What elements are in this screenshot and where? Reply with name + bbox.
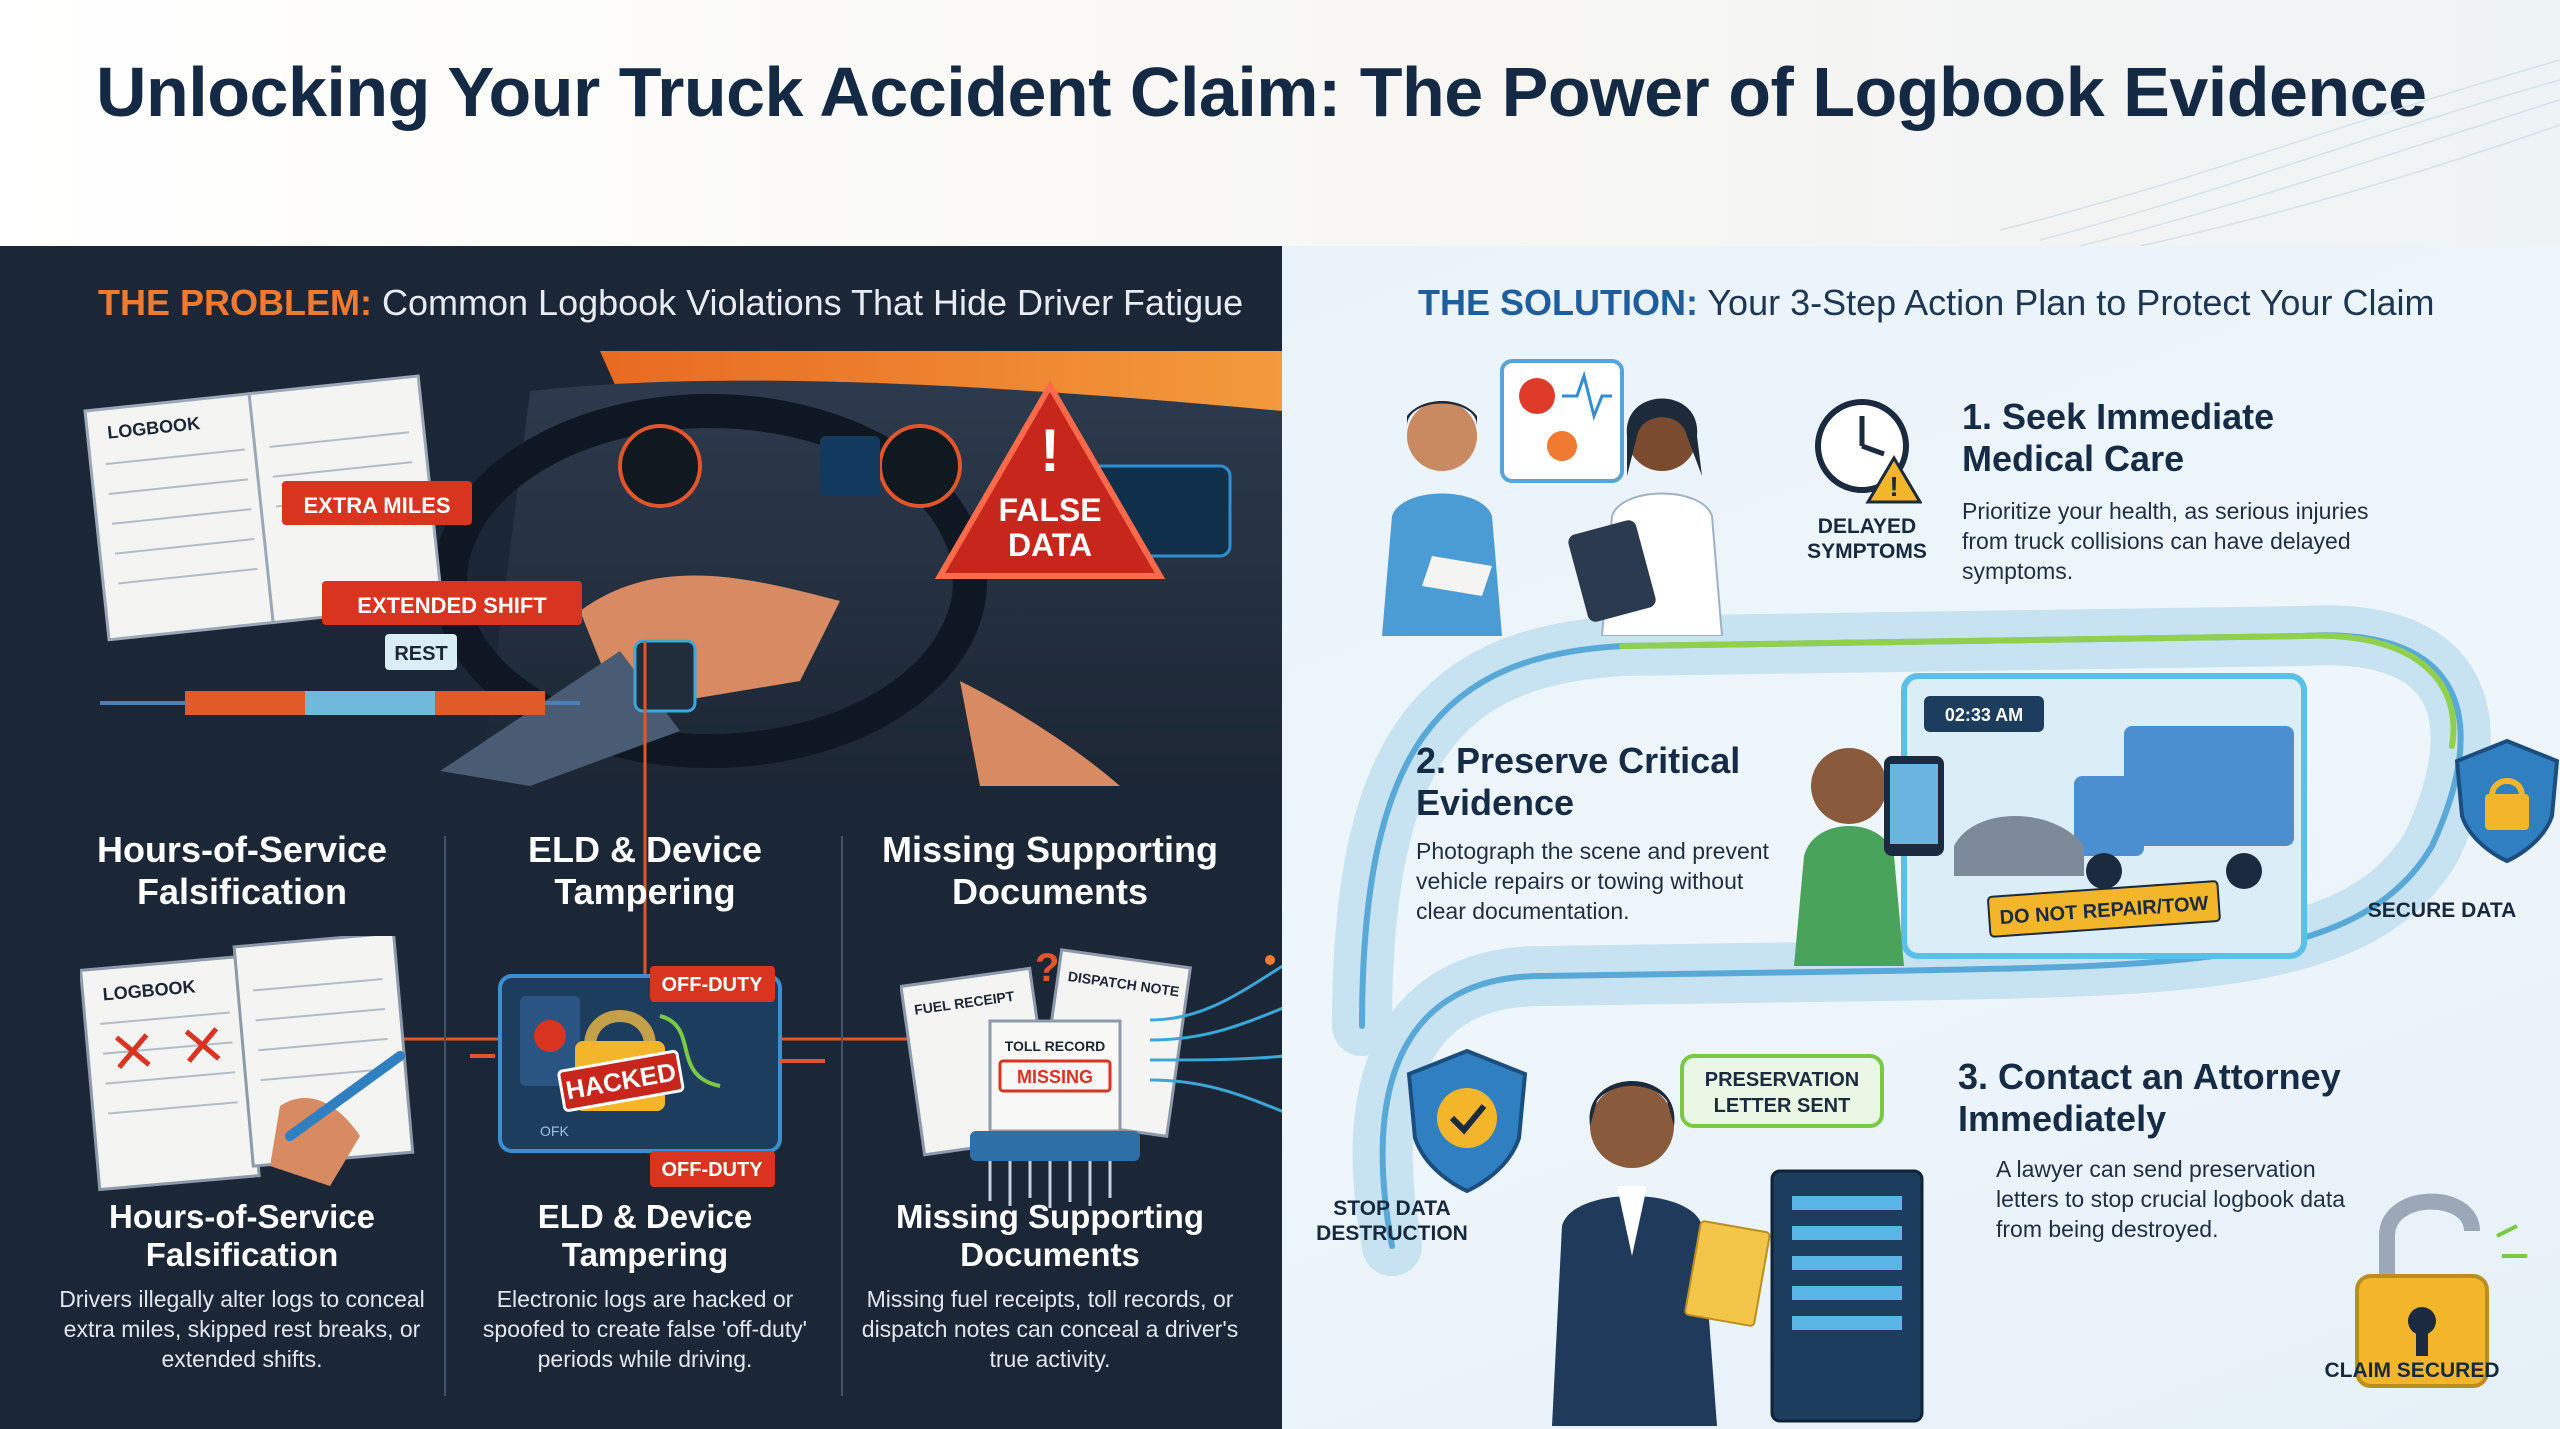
truck-cockpit-illustration: ! FALSE DATA LOGBOOK EXTRA MILES EXTENDE… — [83, 351, 1282, 786]
svg-text:!: ! — [1889, 471, 1898, 502]
preservation-bubble-line1: PRESERVATION — [1705, 1069, 1859, 1091]
doctor-patient-illustration — [1382, 359, 1724, 636]
column-divider-1 — [444, 836, 446, 1396]
missing-stamp: MISSING — [1017, 1067, 1093, 1087]
step-3-title: 3. Contact an Attorney Immediately — [1958, 1056, 2341, 1139]
hacked-eld-illustration: OFF-DUTY OFF-DUTY HACKED OFK — [470, 966, 825, 1187]
solution-panel: THE SOLUTION: Your 3-Step Action Plan to… — [1282, 246, 2560, 1429]
delayed-symptoms-label: DELAYED SYMPTOMS — [1807, 515, 1927, 563]
step-1-title: 1. Seek Immediate Medical Care — [1962, 396, 2275, 479]
column-2-description: Electronic logs are hacked or spoofed to… — [482, 1286, 808, 1372]
svg-text:!: ! — [1040, 417, 1060, 484]
solution-heading: THE SOLUTION: Your 3-Step Action Plan to… — [1418, 282, 2434, 324]
step-1-description: Prioritize your health, as serious injur… — [1962, 498, 2369, 584]
svg-text:DATA: DATA — [1008, 527, 1092, 563]
false-data-label: FALSE — [998, 492, 1101, 528]
step-3-description: A lawyer can send preservation letters t… — [1996, 1156, 2346, 1242]
step-2-title: 2. Preserve Critical Evidence — [1416, 740, 1741, 823]
page-title: Unlocking Your Truck Accident Claim: The… — [96, 53, 2427, 131]
stop-destruction-shield-icon — [1406, 1048, 1528, 1194]
problem-panel: THE PROBLEM: Common Logbook Violations T… — [0, 246, 1282, 1429]
secure-data-shield-icon — [2454, 738, 2560, 864]
ofk-label: OFK — [540, 1123, 569, 1139]
clock-warning-icon: ! — [1815, 399, 1922, 504]
falsified-logbook-illustration: LOGBOOK — [80, 936, 415, 1192]
step-2-description: Photograph the scene and prevent vehicle… — [1416, 838, 1769, 924]
timestamp-label: 02:33 AM — [1945, 705, 2023, 725]
problem-heading-text: Common Logbook Violations That Hide Driv… — [382, 282, 1244, 323]
column-3-title: Missing Supporting Documents — [882, 829, 1218, 912]
problem-heading: THE PROBLEM: Common Logbook Violations T… — [98, 282, 1243, 324]
attorney-illustration: PRESERVATION LETTER SENT — [1552, 1054, 1924, 1426]
column-2-title: ELD & Device Tampering — [527, 829, 763, 912]
off-duty-tag-top: OFF-DUTY — [661, 974, 763, 996]
action-plan-road — [1332, 605, 2491, 1276]
solution-lead: THE SOLUTION: — [1418, 282, 1698, 323]
column-divider-2 — [841, 836, 843, 1396]
extended-shift-tag: EXTENDED SHIFT — [357, 593, 547, 618]
column-1-description: Drivers illegally alter logs to conceal … — [59, 1286, 425, 1372]
extra-miles-tag: EXTRA MILES — [303, 493, 450, 518]
column-1-caption-title: Hours-of-Service Falsification — [109, 1198, 375, 1273]
solution-heading-text: Your 3-Step Action Plan to Protect Your … — [1707, 282, 2435, 323]
secure-data-label: SECURE DATA — [2367, 899, 2517, 922]
evidence-photo-illustration: 02:33 AM DO NOT REPAIR/TOW — [1794, 673, 2307, 966]
header-wave-decoration — [2000, 59, 2560, 246]
column-2-caption-title: ELD & Device Tampering — [537, 1198, 753, 1273]
problem-lead: THE PROBLEM: — [98, 282, 372, 323]
preservation-bubble-line2: LETTER SENT — [1714, 1095, 1851, 1117]
missing-documents-illustration: FUEL RECEIPT DISPATCH NOTE TOLL RECORD M… — [900, 946, 1193, 1208]
column-1-title: Hours-of-Service Falsification — [96, 829, 388, 912]
rest-tag: REST — [394, 643, 447, 665]
column-3-description: Missing fuel receipts, toll records, or … — [861, 1286, 1239, 1372]
toll-record-label: TOLL RECORD — [1005, 1038, 1106, 1054]
column-3-caption-title: Missing Supporting Documents — [896, 1198, 1204, 1273]
unlocked-padlock-icon — [2355, 1193, 2527, 1388]
off-duty-tag-bottom: OFF-DUTY — [661, 1159, 763, 1181]
stop-data-destruction-label: STOP DATA DESTRUCTION — [1316, 1197, 1468, 1245]
claim-secured-label: CLAIM SECURED — [2324, 1359, 2500, 1382]
header: Unlocking Your Truck Accident Claim: The… — [0, 0, 2560, 246]
svg-text:?: ? — [1035, 946, 1059, 990]
